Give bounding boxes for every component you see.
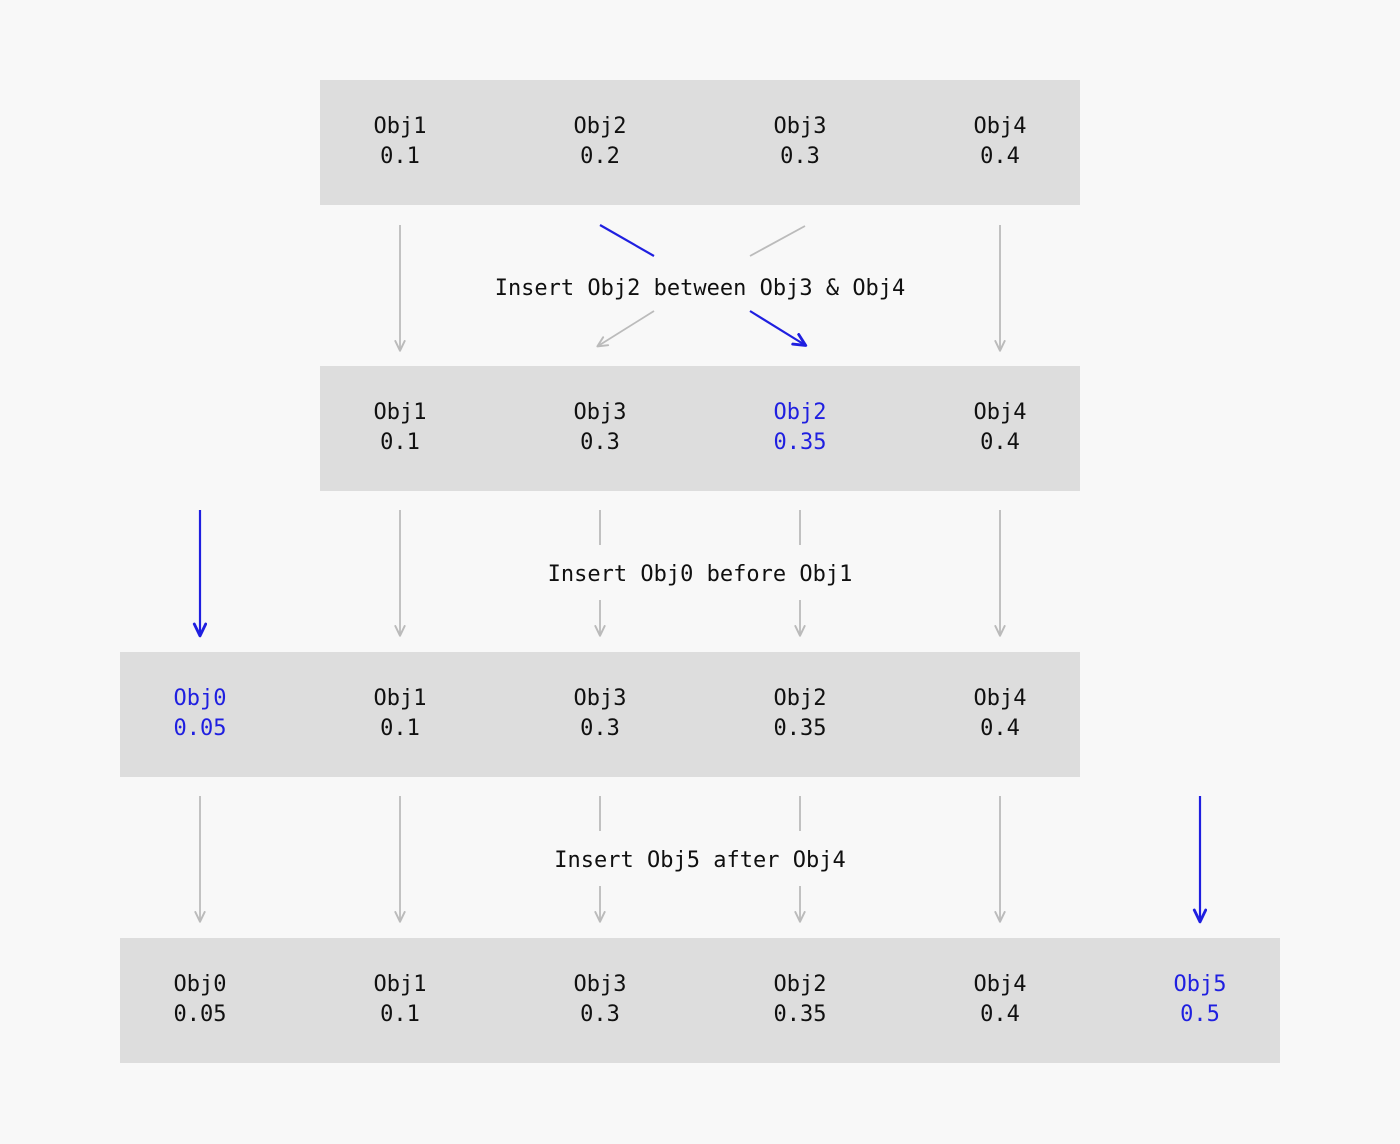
object-cell[interactable]: Obj4 0.4: [910, 970, 1090, 1030]
object-cell[interactable]: Obj5 0.5: [1110, 970, 1290, 1030]
object-cell[interactable]: Obj4 0.4: [910, 112, 1090, 172]
object-cell[interactable]: Obj4 0.4: [910, 684, 1090, 744]
object-name: Obj2: [773, 686, 827, 711]
obj3-move-arrow-lower: [596, 310, 655, 348]
object-cell[interactable]: Obj3 0.3: [510, 398, 690, 458]
obj3-move-arrow-upper: [749, 225, 806, 257]
object-name: Obj4: [973, 114, 1027, 139]
object-cell[interactable]: Obj2 0.35: [710, 398, 890, 458]
object-name: Obj1: [373, 400, 427, 425]
object-cell[interactable]: Obj4 0.4: [910, 398, 1090, 458]
stage-box-2: [320, 366, 1080, 491]
object-cell[interactable]: Obj1 0.1: [310, 112, 490, 172]
object-cell[interactable]: Obj1 0.1: [310, 684, 490, 744]
object-name: Obj3: [573, 972, 627, 997]
obj2-move-arrow-upper: [599, 224, 655, 257]
object-value: 0.4: [980, 144, 1020, 169]
stage-box-1: [320, 80, 1080, 205]
stage-box-4: [120, 938, 1280, 1063]
object-value: 0.4: [980, 1002, 1020, 1027]
object-name: Obj0: [173, 972, 227, 997]
object-value: 0.35: [773, 430, 827, 455]
object-value: 0.5: [1180, 1002, 1220, 1027]
object-cell[interactable]: Obj2 0.35: [710, 970, 890, 1030]
object-name: Obj0: [173, 686, 227, 711]
object-name: Obj4: [973, 686, 1027, 711]
object-cell[interactable]: Obj1 0.1: [310, 398, 490, 458]
object-value: 0.4: [980, 716, 1020, 741]
object-name: Obj2: [573, 114, 627, 139]
object-name: Obj1: [373, 686, 427, 711]
object-value: 0.05: [173, 1002, 227, 1027]
obj2-move-arrow-lower: [749, 310, 805, 345]
object-value: 0.3: [580, 716, 620, 741]
stage-box-3: [120, 652, 1080, 777]
object-name: Obj1: [373, 972, 427, 997]
object-value: 0.35: [773, 1002, 827, 1027]
object-name: Obj4: [973, 400, 1027, 425]
object-cell[interactable]: Obj0 0.05: [110, 970, 290, 1030]
object-name: Obj3: [573, 400, 627, 425]
operation-label: Insert Obj5 after Obj4: [554, 848, 846, 873]
object-cell[interactable]: Obj2 0.35: [710, 684, 890, 744]
operation-label: Insert Obj0 before Obj1: [547, 562, 853, 587]
object-cell[interactable]: Obj0 0.05: [110, 684, 290, 744]
object-name: Obj4: [973, 972, 1027, 997]
object-value: 0.35: [773, 716, 827, 741]
object-value: 0.3: [780, 144, 820, 169]
object-value: 0.2: [580, 144, 620, 169]
operation-label: Insert Obj2 between Obj3 & Obj4: [494, 276, 906, 301]
object-value: 0.3: [580, 1002, 620, 1027]
object-name: Obj2: [773, 972, 827, 997]
object-name: Obj5: [1173, 972, 1227, 997]
object-cell[interactable]: Obj3 0.3: [510, 684, 690, 744]
object-value: 0.1: [380, 716, 420, 741]
object-cell[interactable]: Obj3 0.3: [710, 112, 890, 172]
object-name: Obj1: [373, 114, 427, 139]
object-cell[interactable]: Obj1 0.1: [310, 970, 490, 1030]
object-cell[interactable]: Obj2 0.2: [510, 112, 690, 172]
object-cell[interactable]: Obj3 0.3: [510, 970, 690, 1030]
object-name: Obj3: [573, 686, 627, 711]
object-value: 0.3: [580, 430, 620, 455]
object-value: 0.05: [173, 716, 227, 741]
object-value: 0.1: [380, 144, 420, 169]
object-name: Obj2: [773, 400, 827, 425]
object-value: 0.4: [980, 430, 1020, 455]
object-name: Obj3: [773, 114, 827, 139]
object-value: 0.1: [380, 430, 420, 455]
object-value: 0.1: [380, 1002, 420, 1027]
